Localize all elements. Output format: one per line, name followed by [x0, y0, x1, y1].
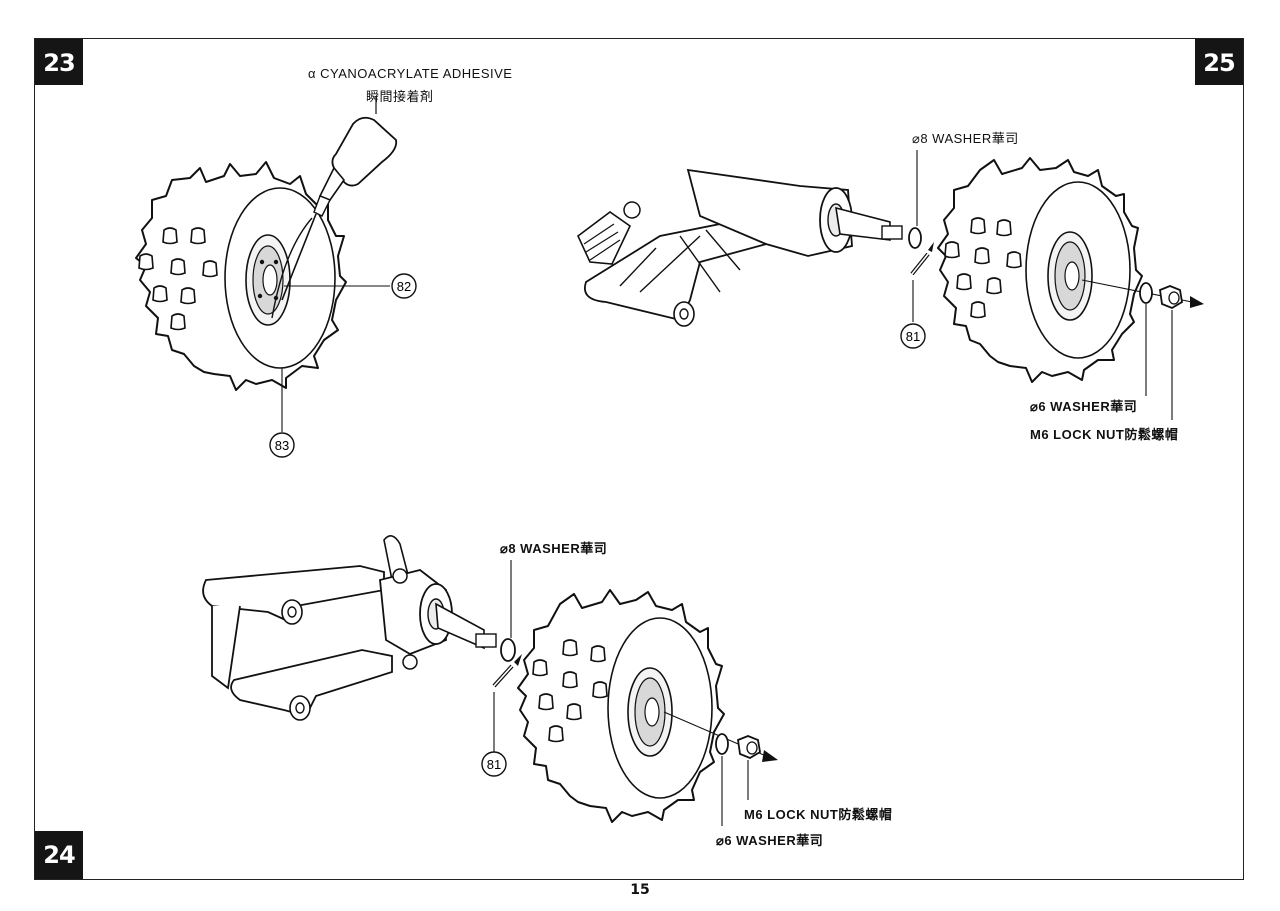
washer8-label-step24: ⌀8 WASHER華司	[500, 541, 608, 556]
step-number-25: 25	[1195, 39, 1243, 85]
page-frame	[34, 38, 1244, 880]
callout-81-step24: 81	[487, 757, 501, 772]
adhesive-label-en: α CYANOACRYLATE ADHESIVE	[308, 66, 512, 81]
locknut-label-step24: M6 LOCK NUT防鬆螺帽	[744, 807, 893, 822]
step25-wheel-illustration	[577, 150, 1204, 420]
step-number-23: 23	[35, 39, 83, 85]
adhesive-name: CYANOACRYLATE ADHESIVE	[320, 66, 513, 81]
step24-wheel-illustration	[202, 535, 778, 826]
step-number-24: 24	[35, 831, 83, 879]
step23-wheel-illustration	[135, 96, 417, 458]
washer6-label-step24: ⌀6 WASHER華司	[716, 833, 824, 848]
locknut-label-step25: M6 LOCK NUT防鬆螺帽	[1030, 427, 1179, 442]
callout-81-step25: 81	[906, 329, 920, 344]
washer6-label-step25: ⌀6 WASHER華司	[1030, 399, 1138, 414]
alpha-symbol: α	[308, 66, 317, 81]
page-number: 15	[630, 882, 650, 898]
adhesive-label-jp: 瞬間接着剤	[366, 89, 434, 104]
callout-82-step23: 82	[397, 279, 411, 294]
washer8-label-step25: ⌀8 WASHER華司	[912, 131, 1019, 146]
callout-83-step23: 83	[275, 438, 289, 453]
